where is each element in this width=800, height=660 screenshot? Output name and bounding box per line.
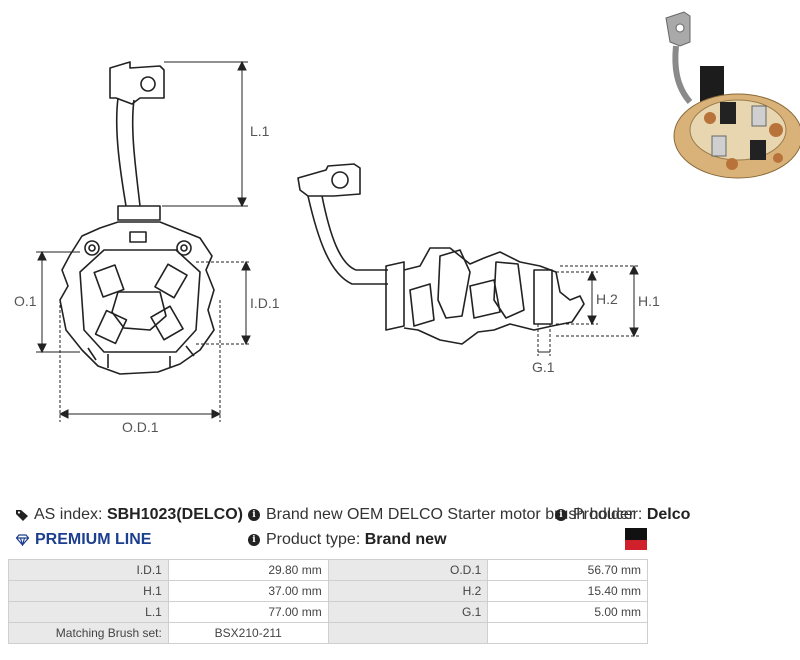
spec-value: 15.40 mm — [487, 580, 648, 602]
dim-label-h1: H.1 — [638, 293, 660, 309]
spec-value — [487, 622, 648, 644]
dim-label-o1: O.1 — [14, 293, 37, 309]
dim-label-id1: I.D.1 — [250, 295, 280, 311]
spec-value: 77.00 mm — [167, 601, 329, 623]
producer: i Producer: Delco — [555, 506, 690, 524]
spec-label: H.2 — [327, 580, 489, 602]
table-row: L.1 77.00 mm G.1 5.00 mm — [8, 601, 648, 623]
table-row: H.1 37.00 mm H.2 15.40 mm — [8, 580, 648, 602]
spec-label: I.D.1 — [8, 559, 169, 581]
product-type-label: Product type: — [266, 531, 361, 548]
dim-label-od1: O.D.1 — [122, 419, 159, 435]
spec-value: 37.00 mm — [167, 580, 329, 602]
brand-flag-icon — [625, 528, 647, 550]
description-text: Brand new OEM DELCO Starter motor brush … — [266, 506, 635, 523]
spec-label: H.1 — [8, 580, 169, 602]
as-index-label: AS index: — [34, 506, 103, 523]
premium-line: PREMIUM LINE — [16, 531, 151, 549]
left-terminal — [109, 61, 165, 221]
technical-drawing: L.1 O.1 I.D.1 O.D.1 H.2 H.1 G.1 — [14, 60, 660, 435]
product-photo — [665, 11, 800, 179]
spec-label: O.D.1 — [327, 559, 489, 581]
spec-value: 56.70 mm — [487, 559, 648, 581]
as-index: AS index: SBH1023(DELCO) — [16, 506, 243, 524]
info-icon: i — [248, 509, 260, 521]
right-side-view — [297, 163, 585, 345]
spec-table: I.D.1 29.80 mm O.D.1 56.70 mm H.1 37.00 … — [8, 559, 648, 644]
as-index-value: SBH1023(DELCO) — [106, 506, 243, 523]
diamond-icon — [16, 534, 29, 546]
spec-label — [327, 622, 489, 644]
spec-value: 29.80 mm — [167, 559, 329, 581]
spec-value: BSX210-211 — [167, 622, 329, 644]
table-row: I.D.1 29.80 mm O.D.1 56.70 mm — [8, 559, 648, 581]
spec-label: Matching Brush set: — [8, 622, 169, 644]
dim-label-h2: H.2 — [596, 291, 618, 307]
product-type-value: Brand new — [364, 531, 447, 548]
dim-label-l1: L.1 — [250, 123, 270, 139]
info-icon: i — [555, 509, 567, 521]
info-icon: i — [248, 534, 260, 546]
spec-label: L.1 — [8, 601, 169, 623]
tag-icon — [16, 509, 28, 521]
producer-value: Delco — [646, 506, 691, 523]
product-type: i Product type: Brand new — [248, 531, 447, 549]
description: i Brand new OEM DELCO Starter motor brus… — [248, 506, 634, 524]
premium-line-label: PREMIUM LINE — [35, 531, 152, 548]
producer-label: Producer: — [573, 506, 643, 523]
spec-label: G.1 — [327, 601, 489, 623]
left-holder-plate — [59, 221, 215, 375]
dim-label-g1: G.1 — [532, 359, 555, 375]
spec-value: 5.00 mm — [487, 601, 648, 623]
table-row: Matching Brush set: BSX210-211 — [8, 622, 648, 644]
